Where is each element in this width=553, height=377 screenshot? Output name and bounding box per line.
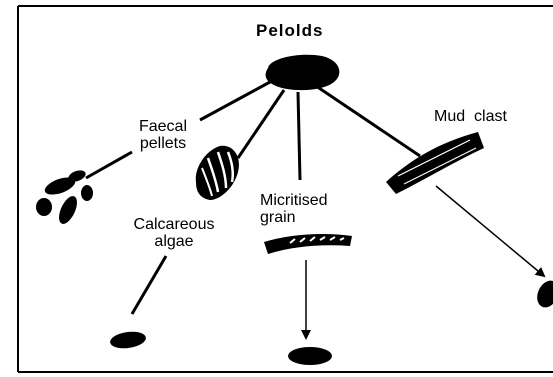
connector-mud-clast xyxy=(316,86,420,156)
label-micritised-line1: Micritised xyxy=(260,192,350,209)
connector-calcareous-algae xyxy=(238,90,284,158)
label-calcareous-line1: Calcareous xyxy=(126,216,222,233)
connector-faecal-pellets xyxy=(200,82,270,120)
result-peloid-mud-clast xyxy=(533,277,553,311)
calcareous-algae-shape xyxy=(196,146,239,200)
label-faecal-pellets: Faecal pellets xyxy=(128,118,198,152)
label-calcareous-algae: Calcareous algae xyxy=(126,216,222,250)
label-calcareous-line2: algae xyxy=(126,233,222,250)
connector-micritised-grain xyxy=(298,92,300,180)
label-mud-clast: Mud clast xyxy=(434,108,507,125)
label-micritised-grain: Micritised grain xyxy=(260,192,350,226)
label-faecal-line1: Faecal xyxy=(128,118,198,135)
result-peloid-algae xyxy=(109,330,147,351)
diagram-title: Pelolds xyxy=(256,22,323,39)
faecal-pellets-shape xyxy=(36,168,93,226)
micritised-grain-shape xyxy=(264,234,352,254)
arrow-mud-clast-to-peloid xyxy=(436,186,544,276)
central-peloid-shape xyxy=(266,55,340,90)
arrow-calcareous-to-peloid xyxy=(132,256,166,314)
label-micritised-line2: grain xyxy=(260,209,350,226)
result-peloid-micritised xyxy=(288,347,332,365)
label-faecal-line2: pellets xyxy=(128,135,198,152)
connector-faecal-pellets-lower xyxy=(86,152,132,178)
